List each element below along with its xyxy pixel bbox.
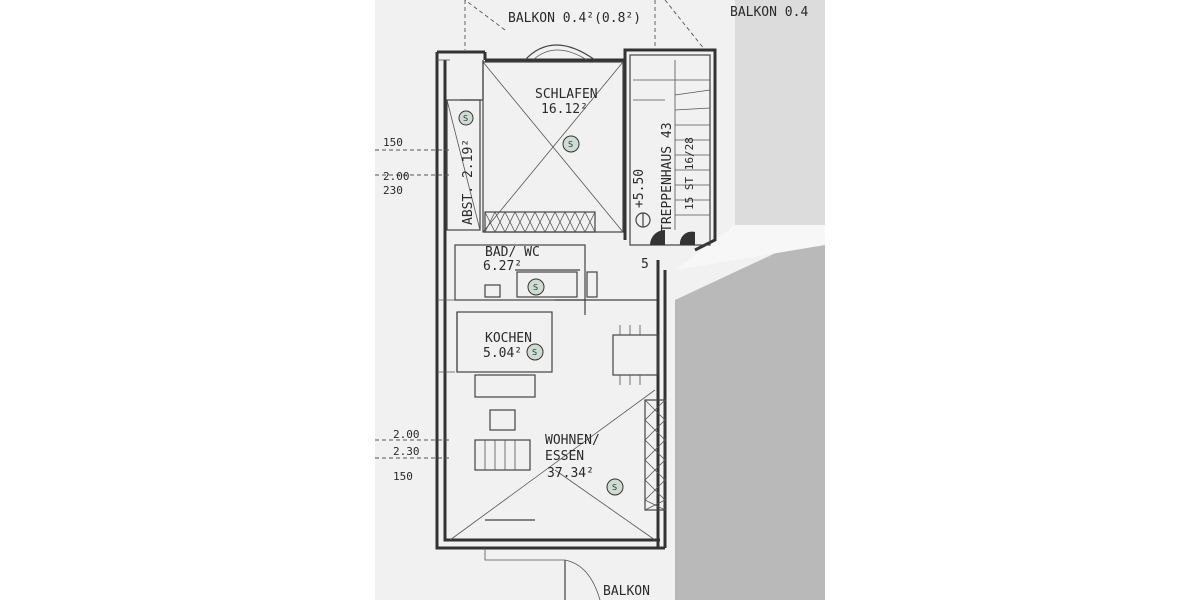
paper-fold-top-right [735, 0, 825, 225]
room-abstellraum [446, 99, 481, 231]
room-label-wohnen: WOHNEN/ [545, 433, 600, 448]
svg-text:S: S [568, 140, 573, 149]
living-furniture [474, 409, 531, 471]
room-label-schlafen: SCHLAFEN [535, 87, 598, 102]
room-label-essen: ESSEN [545, 449, 584, 464]
floor-plan-photo: 150 2.00 230 2.00 2.30 150 BALKON 0.4²(0… [375, 0, 825, 600]
stair-detail: 15 ST 16/28 [683, 137, 696, 210]
room-area-kochen: 5.04² [483, 346, 522, 361]
wardrobe [484, 211, 596, 233]
marker-kochen: S [526, 343, 544, 361]
outer-walls [435, 50, 667, 550]
room-area-schlafen: 16.12² [541, 102, 588, 117]
marker-abstellraum: S [458, 110, 474, 126]
dim-200-bottom: 2.00 [393, 428, 420, 441]
dining-table [612, 325, 659, 385]
room-label-kochen: KOCHEN [485, 331, 532, 346]
staircase [623, 48, 717, 252]
dims-lower: 2.00 2.30 150 [375, 428, 450, 483]
svg-text:S: S [612, 483, 617, 492]
marker-bad: S [527, 278, 545, 296]
dim-150-bottom: 150 [393, 470, 413, 483]
wall-cabinet [644, 399, 666, 511]
room-area-wohnen: 37.34² [547, 466, 594, 481]
room-label-bad: BAD/ WC [485, 245, 540, 260]
room-bad-wc [454, 244, 598, 301]
floor-plan-drawing: 150 2.00 230 2.00 2.30 150 BALKON 0.4²(0… [375, 0, 825, 600]
dim-200-top: 2.00 [383, 170, 410, 183]
balkon-bottom-label: BALKON [603, 584, 650, 599]
balcony-bottom [484, 519, 601, 600]
dims-upper: 150 2.00 230 [375, 136, 450, 197]
svg-text:S: S [533, 283, 538, 292]
marker-schlafen: S [562, 135, 580, 153]
shadow-region [675, 230, 825, 600]
dim-230-top: 230 [383, 184, 403, 197]
dim-230-bottom: 2.30 [393, 445, 420, 458]
dim-150-top: 150 [383, 136, 403, 149]
room-area-bad: 6.27² [483, 259, 522, 274]
level-mark: +5.50 [632, 169, 647, 208]
balkon-top-right-label: BALKON 0.4 [730, 5, 808, 20]
svg-text:S: S [463, 114, 468, 123]
marker-wohnen: S [606, 478, 624, 496]
arched-window [524, 44, 596, 61]
balkon-top-label: BALKON 0.4²(0.8²) [508, 11, 641, 26]
room-label-abstellraum: ABST. 2.19² [461, 139, 476, 225]
room-kochen [456, 299, 657, 398]
svg-text:S: S [532, 348, 537, 357]
room-label-treppenhaus: TREPPENHAUS 43 [660, 122, 675, 232]
stair-landing-symbol [650, 230, 665, 245]
door-mark: 5 [641, 257, 649, 272]
